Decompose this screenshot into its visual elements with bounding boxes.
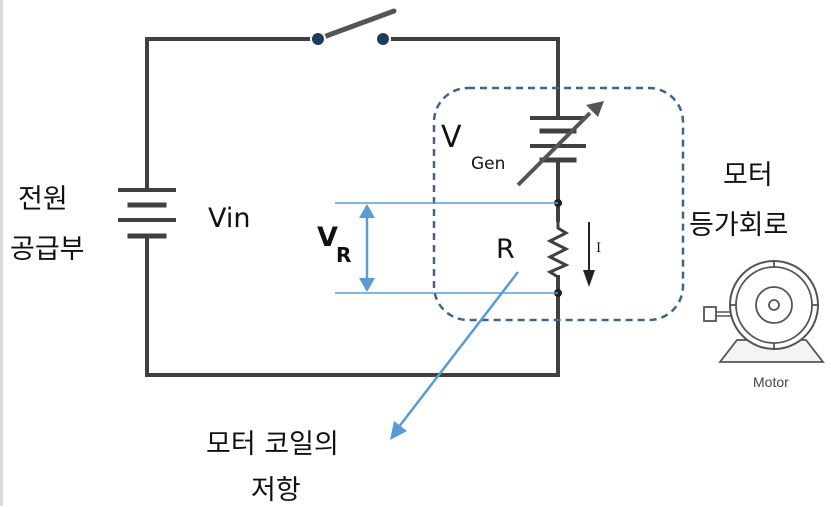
motor-equivalent-label-line2: 등가회로 xyxy=(689,210,789,241)
resistor xyxy=(546,220,570,279)
vin-label: Vin xyxy=(208,203,251,234)
coil-resistance-label-line1: 모터 코일의 xyxy=(206,429,339,460)
variable-arrow xyxy=(516,101,604,187)
resistor-label: R xyxy=(496,234,515,265)
motor-shaft-cap xyxy=(703,306,717,322)
coil-resistance-label-line2: 저항 xyxy=(251,475,301,506)
wire-top-left xyxy=(145,37,320,192)
left-border xyxy=(0,0,3,506)
motor-caption: Motor xyxy=(753,374,789,390)
switch-lever xyxy=(315,8,397,42)
switch-contact-left xyxy=(310,31,326,47)
current-arrow xyxy=(583,222,595,287)
vgen-label-main: V xyxy=(441,120,462,155)
motor-axle xyxy=(768,299,780,311)
variable-arrow-shaft xyxy=(516,111,592,187)
wire-top-right xyxy=(381,37,560,120)
battery-vin xyxy=(118,188,176,239)
vgen-label-sub: Gen xyxy=(471,154,506,174)
variable-arrow-head xyxy=(586,101,604,117)
motor-hub xyxy=(755,286,793,324)
vr-arrow-head-top xyxy=(359,204,375,218)
vr-label-sub: R xyxy=(336,243,352,267)
motor-equivalent-label-line1: 모터 xyxy=(723,160,773,191)
switch-contact-right xyxy=(375,31,391,47)
motor-equivalent-box xyxy=(432,86,685,322)
motor-icon xyxy=(703,260,825,363)
vr-measurement xyxy=(335,202,558,294)
switch xyxy=(310,8,397,47)
vr-arrow-head-bottom xyxy=(359,278,375,292)
coil-pointer xyxy=(390,271,519,440)
vr-label-main: V xyxy=(317,222,338,253)
power-supply-label-line2: 공급부 xyxy=(10,234,85,265)
current-label: I xyxy=(596,241,602,256)
power-supply-label-line1: 전원 xyxy=(18,184,68,215)
motor-outer-ring xyxy=(729,260,819,350)
